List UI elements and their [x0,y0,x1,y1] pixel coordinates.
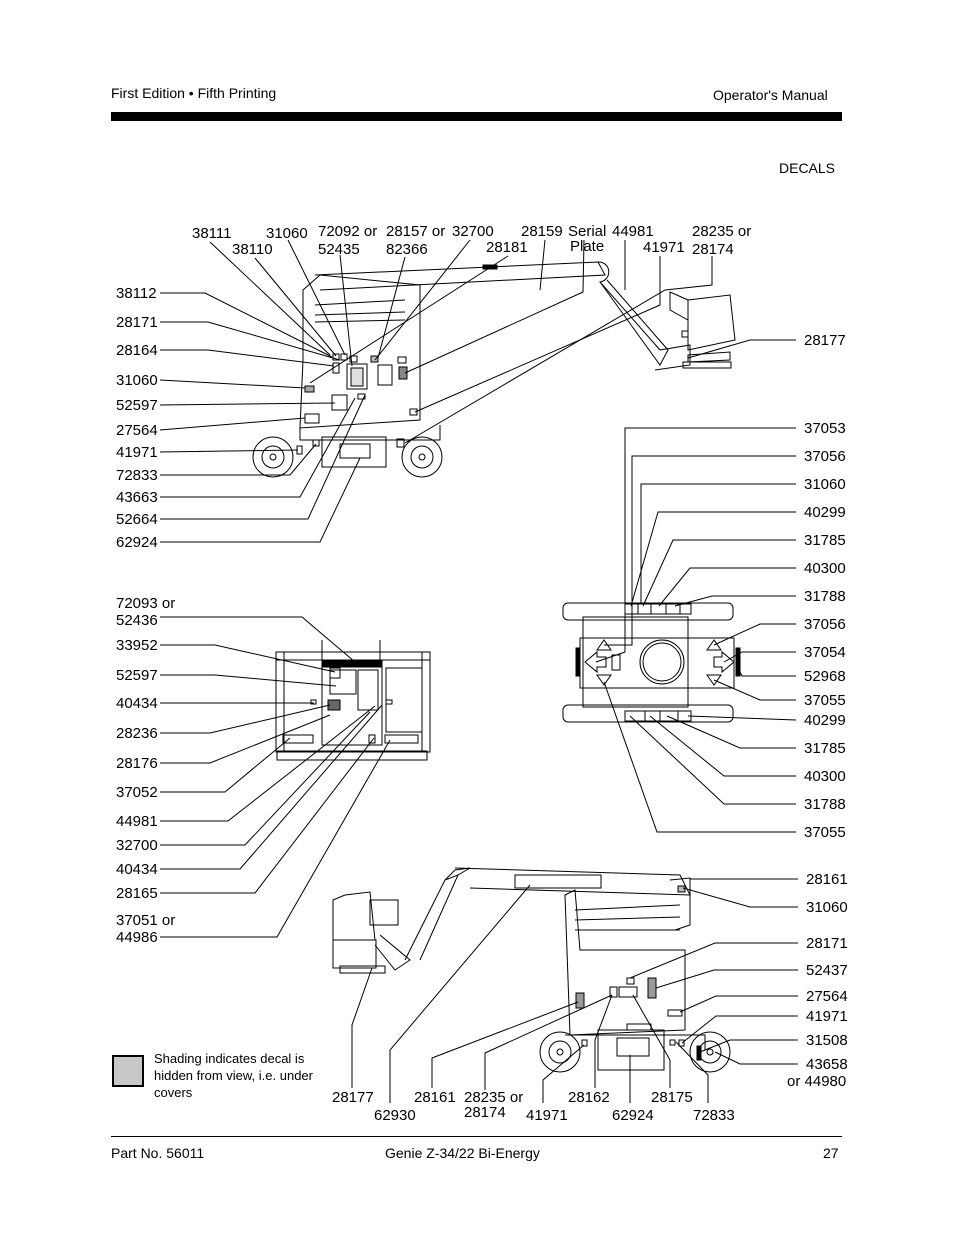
label-31060: 31060 [804,476,846,493]
label-38110: 38110 [232,241,273,258]
label-27564: 27564 [116,422,158,439]
machine-side-view-bottom [332,867,798,1103]
footer-rule [111,1136,842,1137]
label-72833: 72833 [116,467,158,484]
label-52437: 52437 [806,962,848,979]
label-33952: 33952 [116,637,158,654]
label-28175: 28175 [651,1089,693,1106]
legend-text: Shading indicates decal is hidden from v… [154,1051,313,1100]
label-44981: 44981 [612,223,654,240]
label-28161: 28161 [806,871,848,888]
label-72833: 72833 [693,1107,735,1124]
label-72092-or: 72092 or [318,223,377,240]
label-44981: 44981 [116,813,158,830]
decal-part-numbers: 38111 38110 31060 72092 or 52435 28157 o… [116,223,848,1124]
label-40299: 40299 [804,504,846,521]
label-28174: 28174 [464,1104,506,1121]
header-edition: First Edition • Fifth Printing [111,85,277,101]
label-40299: 40299 [804,712,846,729]
label-43658: 43658 [806,1056,848,1073]
label-plate: Plate [570,238,604,255]
label-37051-or: 37051 or [116,912,175,929]
label-37053: 37053 [804,420,846,437]
label-28174: 28174 [692,241,734,258]
label-62924: 62924 [612,1107,654,1124]
label-31060: 31060 [116,372,158,389]
label-31788: 31788 [804,796,846,813]
label-40300: 40300 [804,768,846,785]
label-27564: 27564 [806,988,848,1005]
label-28177: 28177 [332,1089,374,1106]
label-52968: 52968 [804,668,846,685]
label-28235-or: 28235 or [464,1089,523,1106]
machine-top-view [562,427,797,833]
label-31785: 31785 [804,532,846,549]
label-28171: 28171 [116,314,158,331]
label-31060: 31060 [806,899,848,916]
control-panel-view [160,616,431,938]
label-31508: 31508 [806,1032,848,1049]
label-82366: 82366 [386,241,428,258]
label-37052: 37052 [116,784,158,801]
label-38112: 38112 [116,285,157,302]
label-28161: 28161 [414,1089,456,1106]
label-62924: 62924 [116,534,158,551]
label-52664: 52664 [116,511,158,528]
label-43663: 43663 [116,489,158,506]
footer-page-number: 27 [823,1145,839,1161]
label-72093-or: 72093 or [116,595,175,612]
label-28235-or: 28235 or [692,223,751,240]
label-serial: Serial [568,223,606,240]
label-52435: 52435 [318,241,360,258]
label-28176: 28176 [116,755,158,772]
label-38111: 38111 [192,225,232,242]
label-32700: 32700 [452,223,494,240]
label-52597: 52597 [116,397,158,414]
label-32700: 32700 [116,837,158,854]
label-28162: 28162 [568,1089,610,1106]
label-28157-or: 28157 or [386,223,445,240]
footer-model: Genie Z-34/22 Bi-Energy [385,1145,540,1161]
header-manual-title: Operator's Manual [713,87,828,103]
label-41971: 41971 [526,1107,568,1124]
label-or-44980: or 44980 [787,1073,846,1090]
label-37056: 37056 [804,448,846,465]
label-31788: 31788 [804,588,846,605]
label-44986: 44986 [116,929,158,946]
label-41971: 41971 [116,444,158,461]
label-37054: 37054 [804,644,846,661]
label-41971: 41971 [643,239,685,256]
label-37055: 37055 [804,692,846,709]
label-31060: 31060 [266,225,308,242]
label-28159: 28159 [521,223,563,240]
label-28177: 28177 [804,332,846,349]
label-28164: 28164 [116,342,158,359]
label-52597: 52597 [116,667,158,684]
machine-side-view-top [159,239,796,543]
label-62930: 62930 [374,1107,416,1124]
label-41971: 41971 [806,1008,848,1025]
header-rule [111,112,842,121]
label-28171: 28171 [806,935,848,952]
footer-part-number: Part No. 56011 [111,1145,205,1161]
label-37056: 37056 [804,616,846,633]
label-40300: 40300 [804,560,846,577]
label-28236: 28236 [116,725,158,742]
section-title: DECALS [779,160,836,176]
label-31785: 31785 [804,740,846,757]
label-40434: 40434 [116,695,158,712]
label-52436: 52436 [116,612,158,629]
label-40434: 40434 [116,861,158,878]
label-28165: 28165 [116,885,158,902]
legend-shading-swatch [112,1055,144,1087]
label-28181: 28181 [486,239,528,256]
label-37055: 37055 [804,824,846,841]
